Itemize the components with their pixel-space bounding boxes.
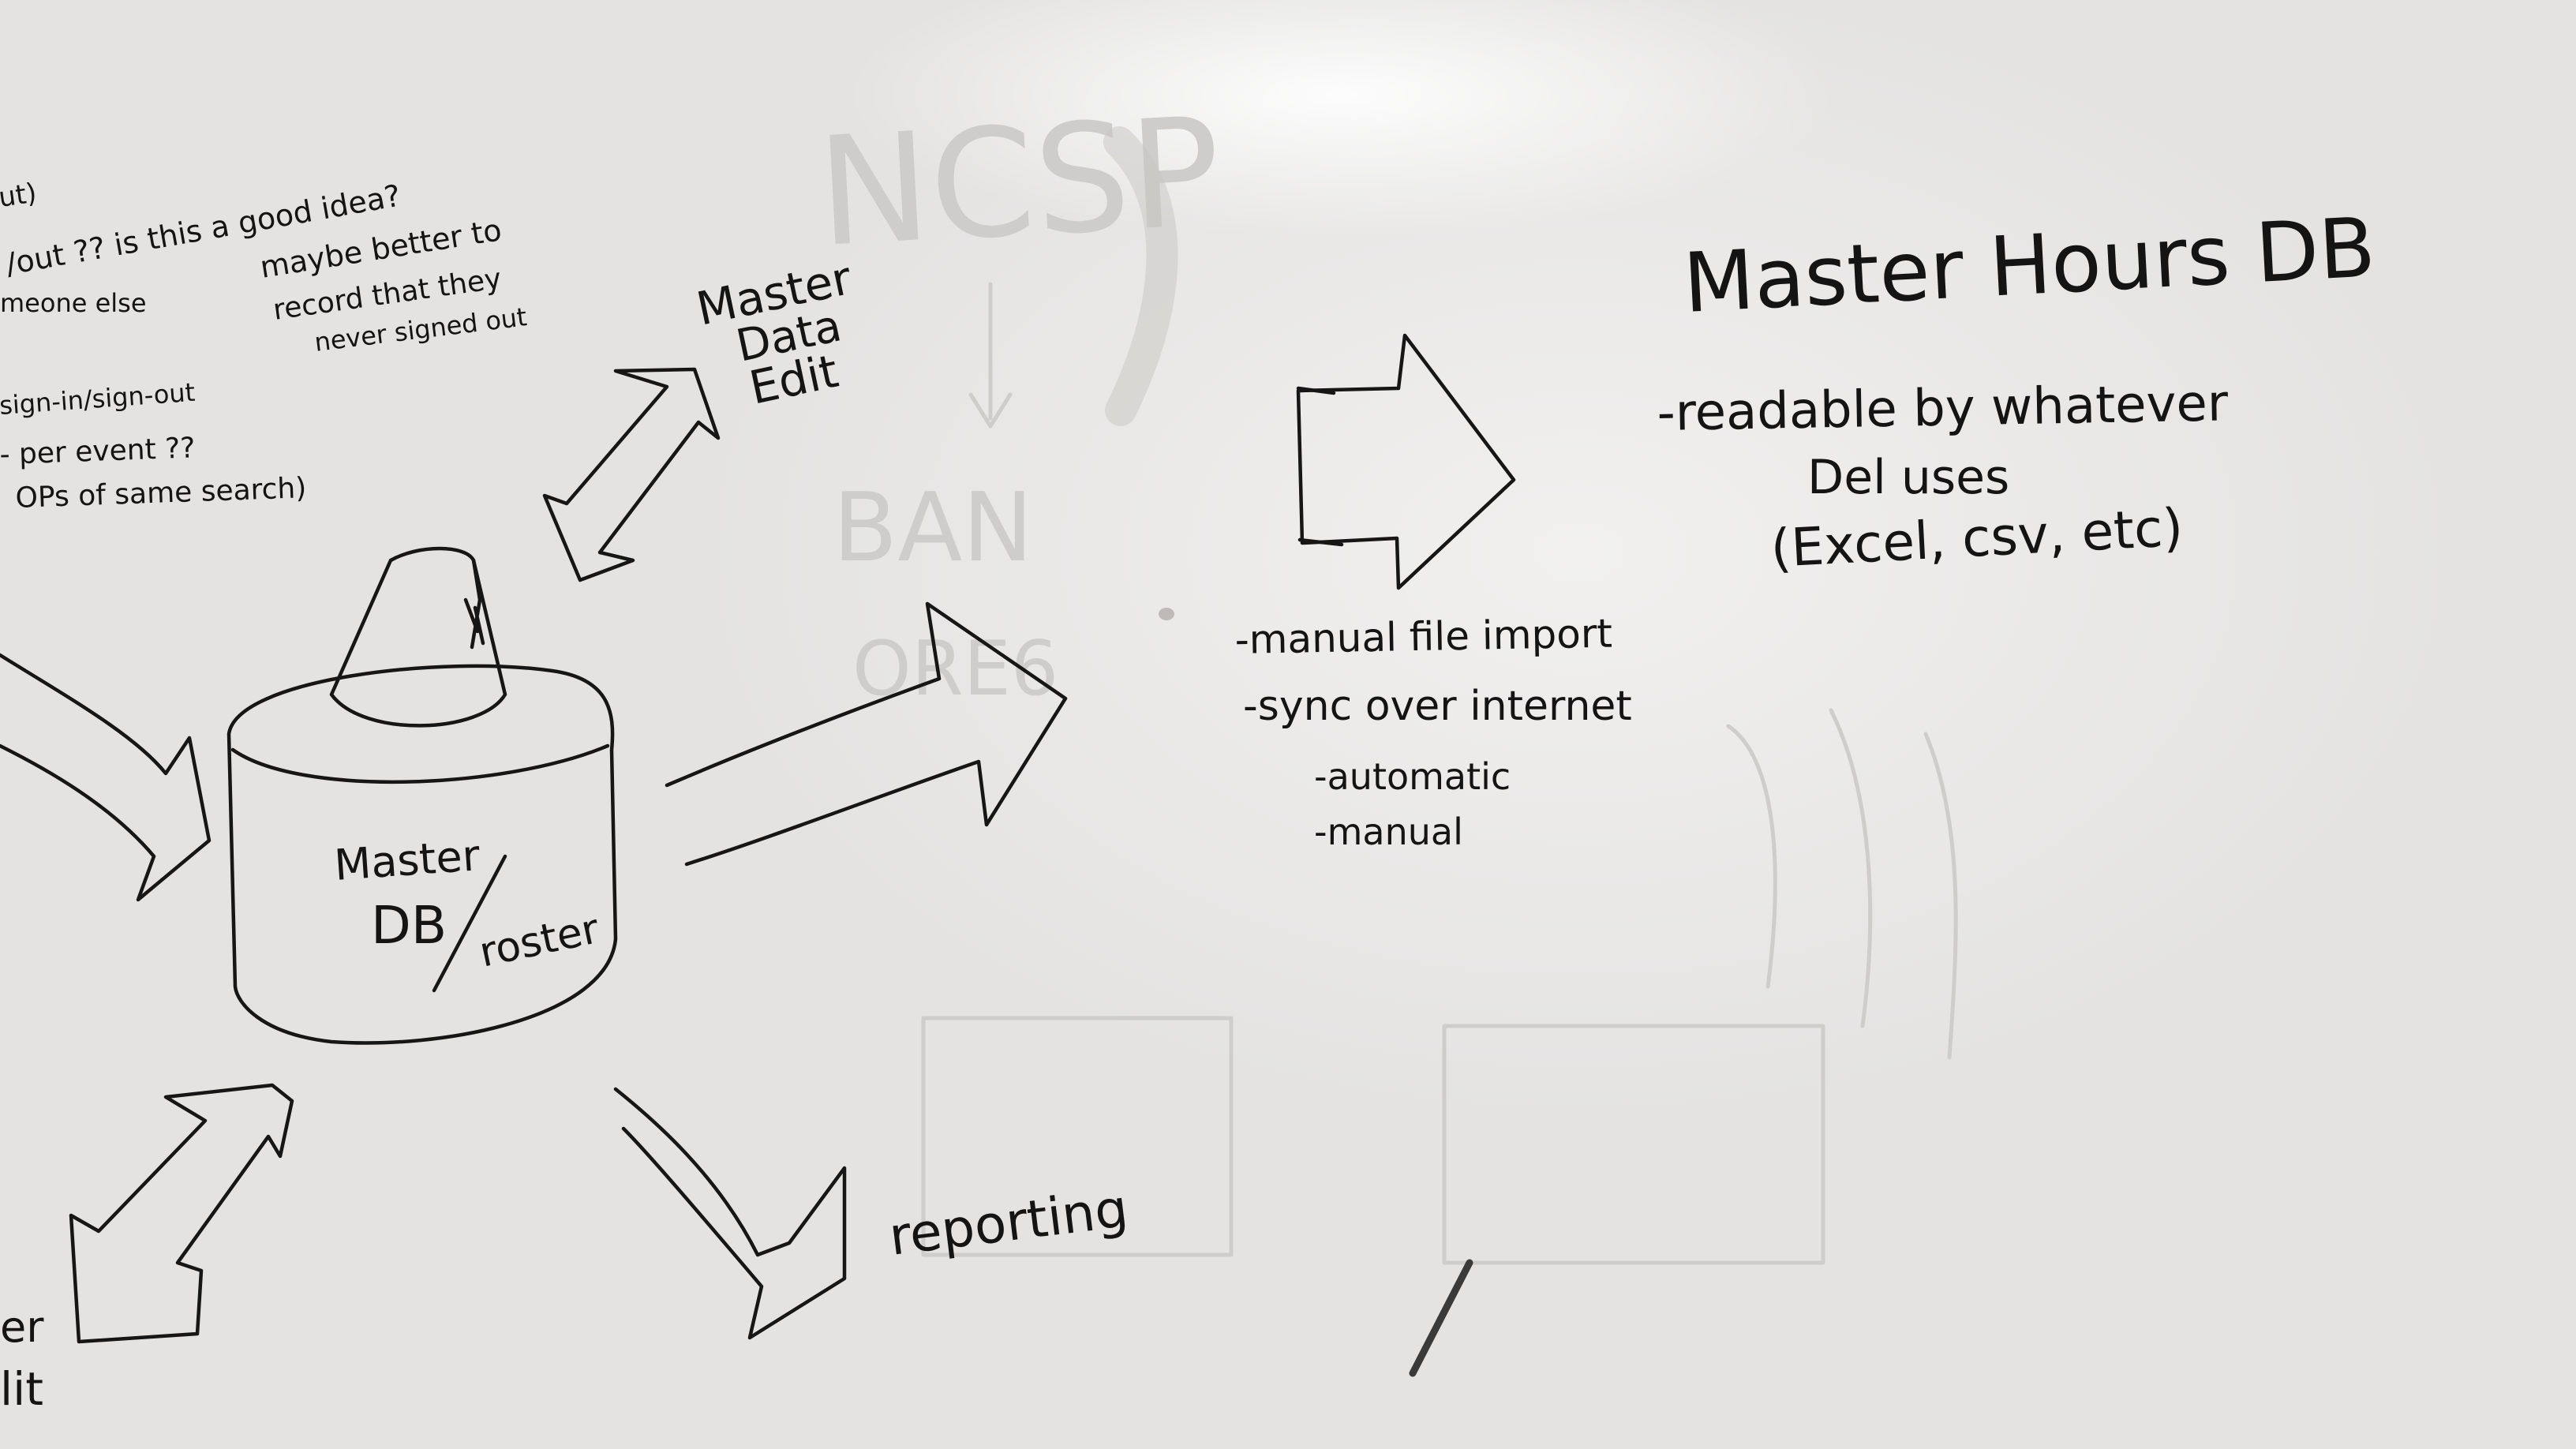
db-label-roster: roster [475, 905, 604, 977]
db-cylinder-top-edge [230, 743, 610, 784]
db-label-db: DB [371, 895, 447, 956]
note-line-4: meone else [0, 288, 147, 318]
marker-streak [1409, 1259, 1473, 1377]
ghost-down-arrow [968, 282, 1013, 429]
arrow-db-to-reporting [613, 1087, 847, 1340]
del-uses: Del uses [1807, 450, 2009, 505]
option-sync-over-internet: -sync over internet [1243, 683, 1632, 730]
master-data-edit-label: Master Data Edit [692, 251, 856, 415]
erased-ghost-writing: NCSP BAN ORE6 [814, 85, 1958, 1377]
big-arrow-to-hours-db [1296, 333, 1516, 590]
note-line-7: sign-in/sign-out [0, 377, 196, 421]
ghost-box-left [921, 1016, 1234, 1257]
bottom-left-text-1: er [0, 1302, 44, 1352]
ghost-ban-text: BAN [833, 474, 1033, 583]
option-automatic: -automatic [1314, 755, 1511, 798]
ghost-box-right [1442, 1024, 1825, 1265]
formats-list: (Excel, csv, etc) [1769, 497, 2185, 579]
bottom-left-text-2: lit [0, 1362, 43, 1416]
db-hat-tassel [463, 558, 485, 650]
option-manual: -manual [1314, 811, 1463, 853]
master-db-cylinder: Master DB roster [227, 546, 618, 1045]
option-manual-file-import: -manual file import [1234, 611, 1612, 663]
ghost-scribble [1726, 708, 1958, 1060]
arrow-into-db [0, 653, 212, 902]
marker-shadow [1103, 126, 1178, 426]
big-arrow-tail-marks [1296, 386, 1344, 547]
arrow-db-to-transfer [665, 601, 1068, 867]
left-notes: ut) /out ?? is this a good idea? maybe b… [0, 178, 529, 515]
marker-smudge [1159, 608, 1174, 620]
master-hours-db-section: Master Hours DB -readable by whatever De… [1657, 199, 2378, 579]
readable-by-whatever: -readable by whatever [1657, 374, 2229, 443]
master-hours-db-title: Master Hours DB [1681, 199, 2378, 331]
double-arrow-bottom-left [69, 1083, 294, 1344]
transfer-options-list: -manual file import -sync over internet … [1234, 611, 1632, 853]
db-label-master: Master [333, 830, 482, 890]
db-cylinder-body [227, 664, 618, 1045]
note-line-9: OPs of same search) [15, 472, 307, 515]
note-line-1: ut) [0, 178, 39, 214]
db-label-slash [432, 854, 507, 993]
double-arrow-master-data-edit [542, 367, 721, 582]
db-hat [329, 546, 507, 728]
note-line-8: - per event ?? [0, 432, 196, 471]
